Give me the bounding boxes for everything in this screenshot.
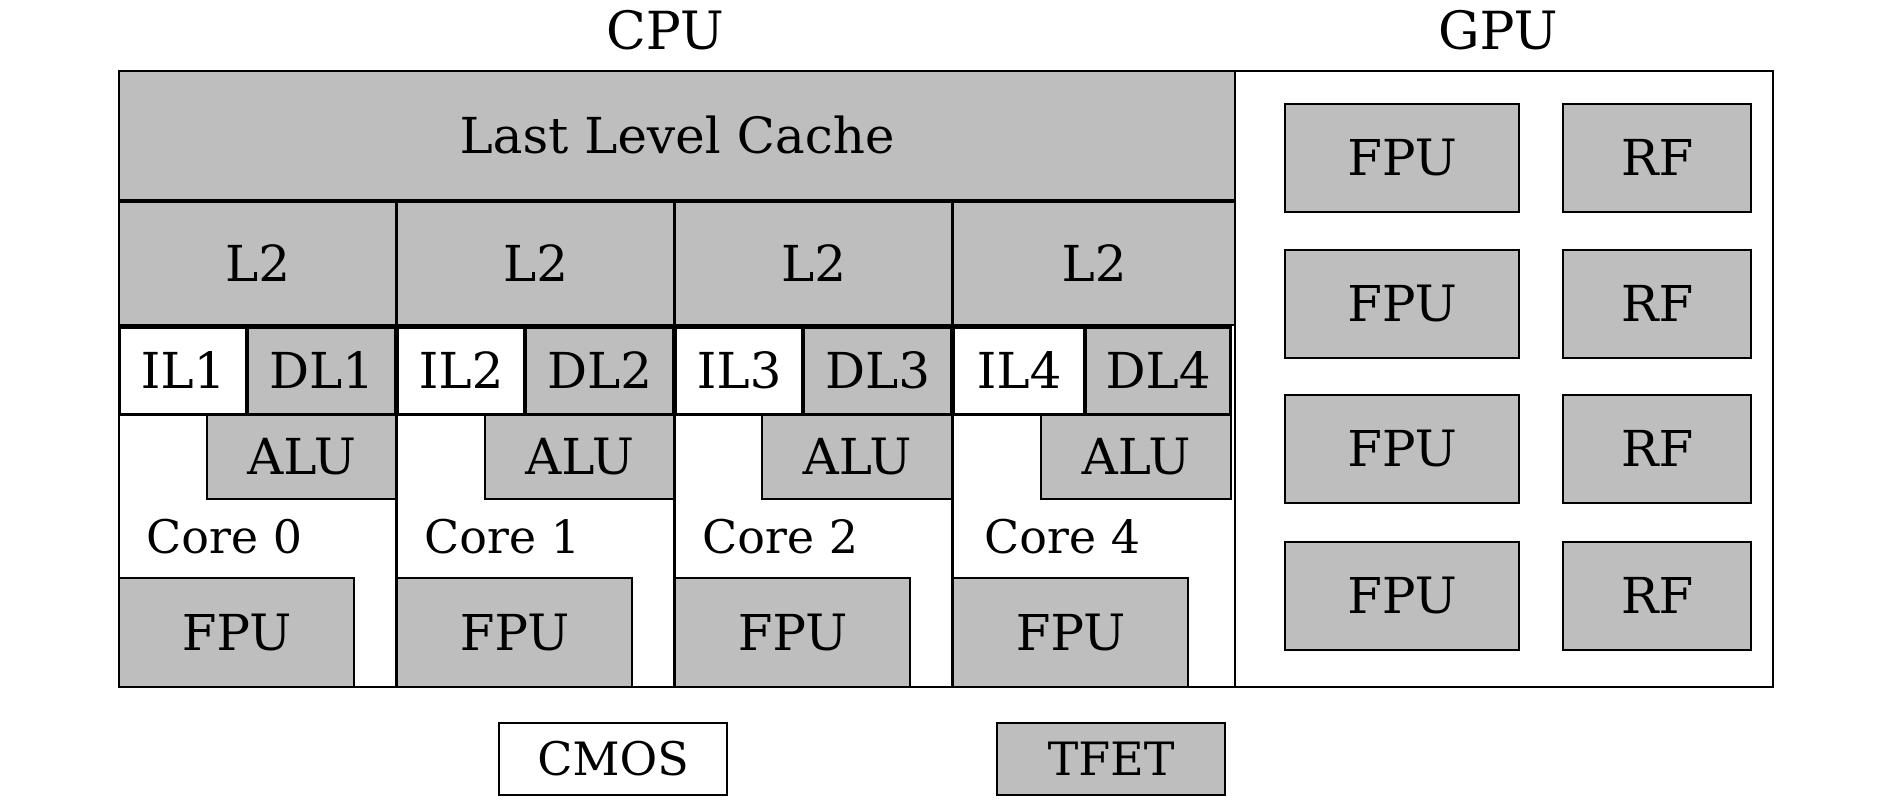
- instruction-l1-cache: IL4: [952, 326, 1086, 416]
- core-fpu: FPU: [396, 577, 633, 688]
- l2-cache: L2: [952, 201, 1236, 326]
- core-label: Core 4: [984, 510, 1140, 564]
- gpu-register-file: RF: [1562, 541, 1752, 651]
- gpu-register-file: RF: [1562, 394, 1752, 504]
- gpu-fpu: FPU: [1284, 394, 1520, 504]
- instruction-l1-cache: IL3: [674, 326, 804, 416]
- cpu-title: CPU: [606, 2, 724, 62]
- alu: ALU: [1040, 414, 1232, 500]
- legend-cmos: CMOS: [498, 722, 728, 796]
- data-l1-cache: DL3: [802, 326, 953, 416]
- gpu-fpu: FPU: [1284, 541, 1520, 651]
- legend-tfet: TFET: [996, 722, 1226, 796]
- core-label: Core 1: [424, 510, 580, 564]
- instruction-l1-cache: IL1: [118, 326, 248, 416]
- data-l1-cache: DL2: [524, 326, 675, 416]
- gpu-title: GPU: [1438, 2, 1558, 62]
- gpu-fpu: FPU: [1284, 103, 1520, 213]
- alu: ALU: [206, 414, 397, 500]
- l2-cache: L2: [396, 201, 675, 326]
- l2-cache: L2: [118, 201, 397, 326]
- core-label: Core 2: [702, 510, 858, 564]
- alu: ALU: [484, 414, 675, 500]
- instruction-l1-cache: IL2: [396, 326, 526, 416]
- data-l1-cache: DL1: [246, 326, 397, 416]
- core-fpu: FPU: [952, 577, 1189, 688]
- core-label: Core 0: [146, 510, 302, 564]
- gpu-register-file: RF: [1562, 249, 1752, 359]
- core-fpu: FPU: [674, 577, 911, 688]
- gpu-fpu: FPU: [1284, 249, 1520, 359]
- core-fpu: FPU: [118, 577, 355, 688]
- alu: ALU: [761, 414, 953, 500]
- gpu-register-file: RF: [1562, 103, 1752, 213]
- last-level-cache: Last Level Cache: [118, 70, 1236, 201]
- l2-cache: L2: [674, 201, 953, 326]
- data-l1-cache: DL4: [1084, 326, 1232, 416]
